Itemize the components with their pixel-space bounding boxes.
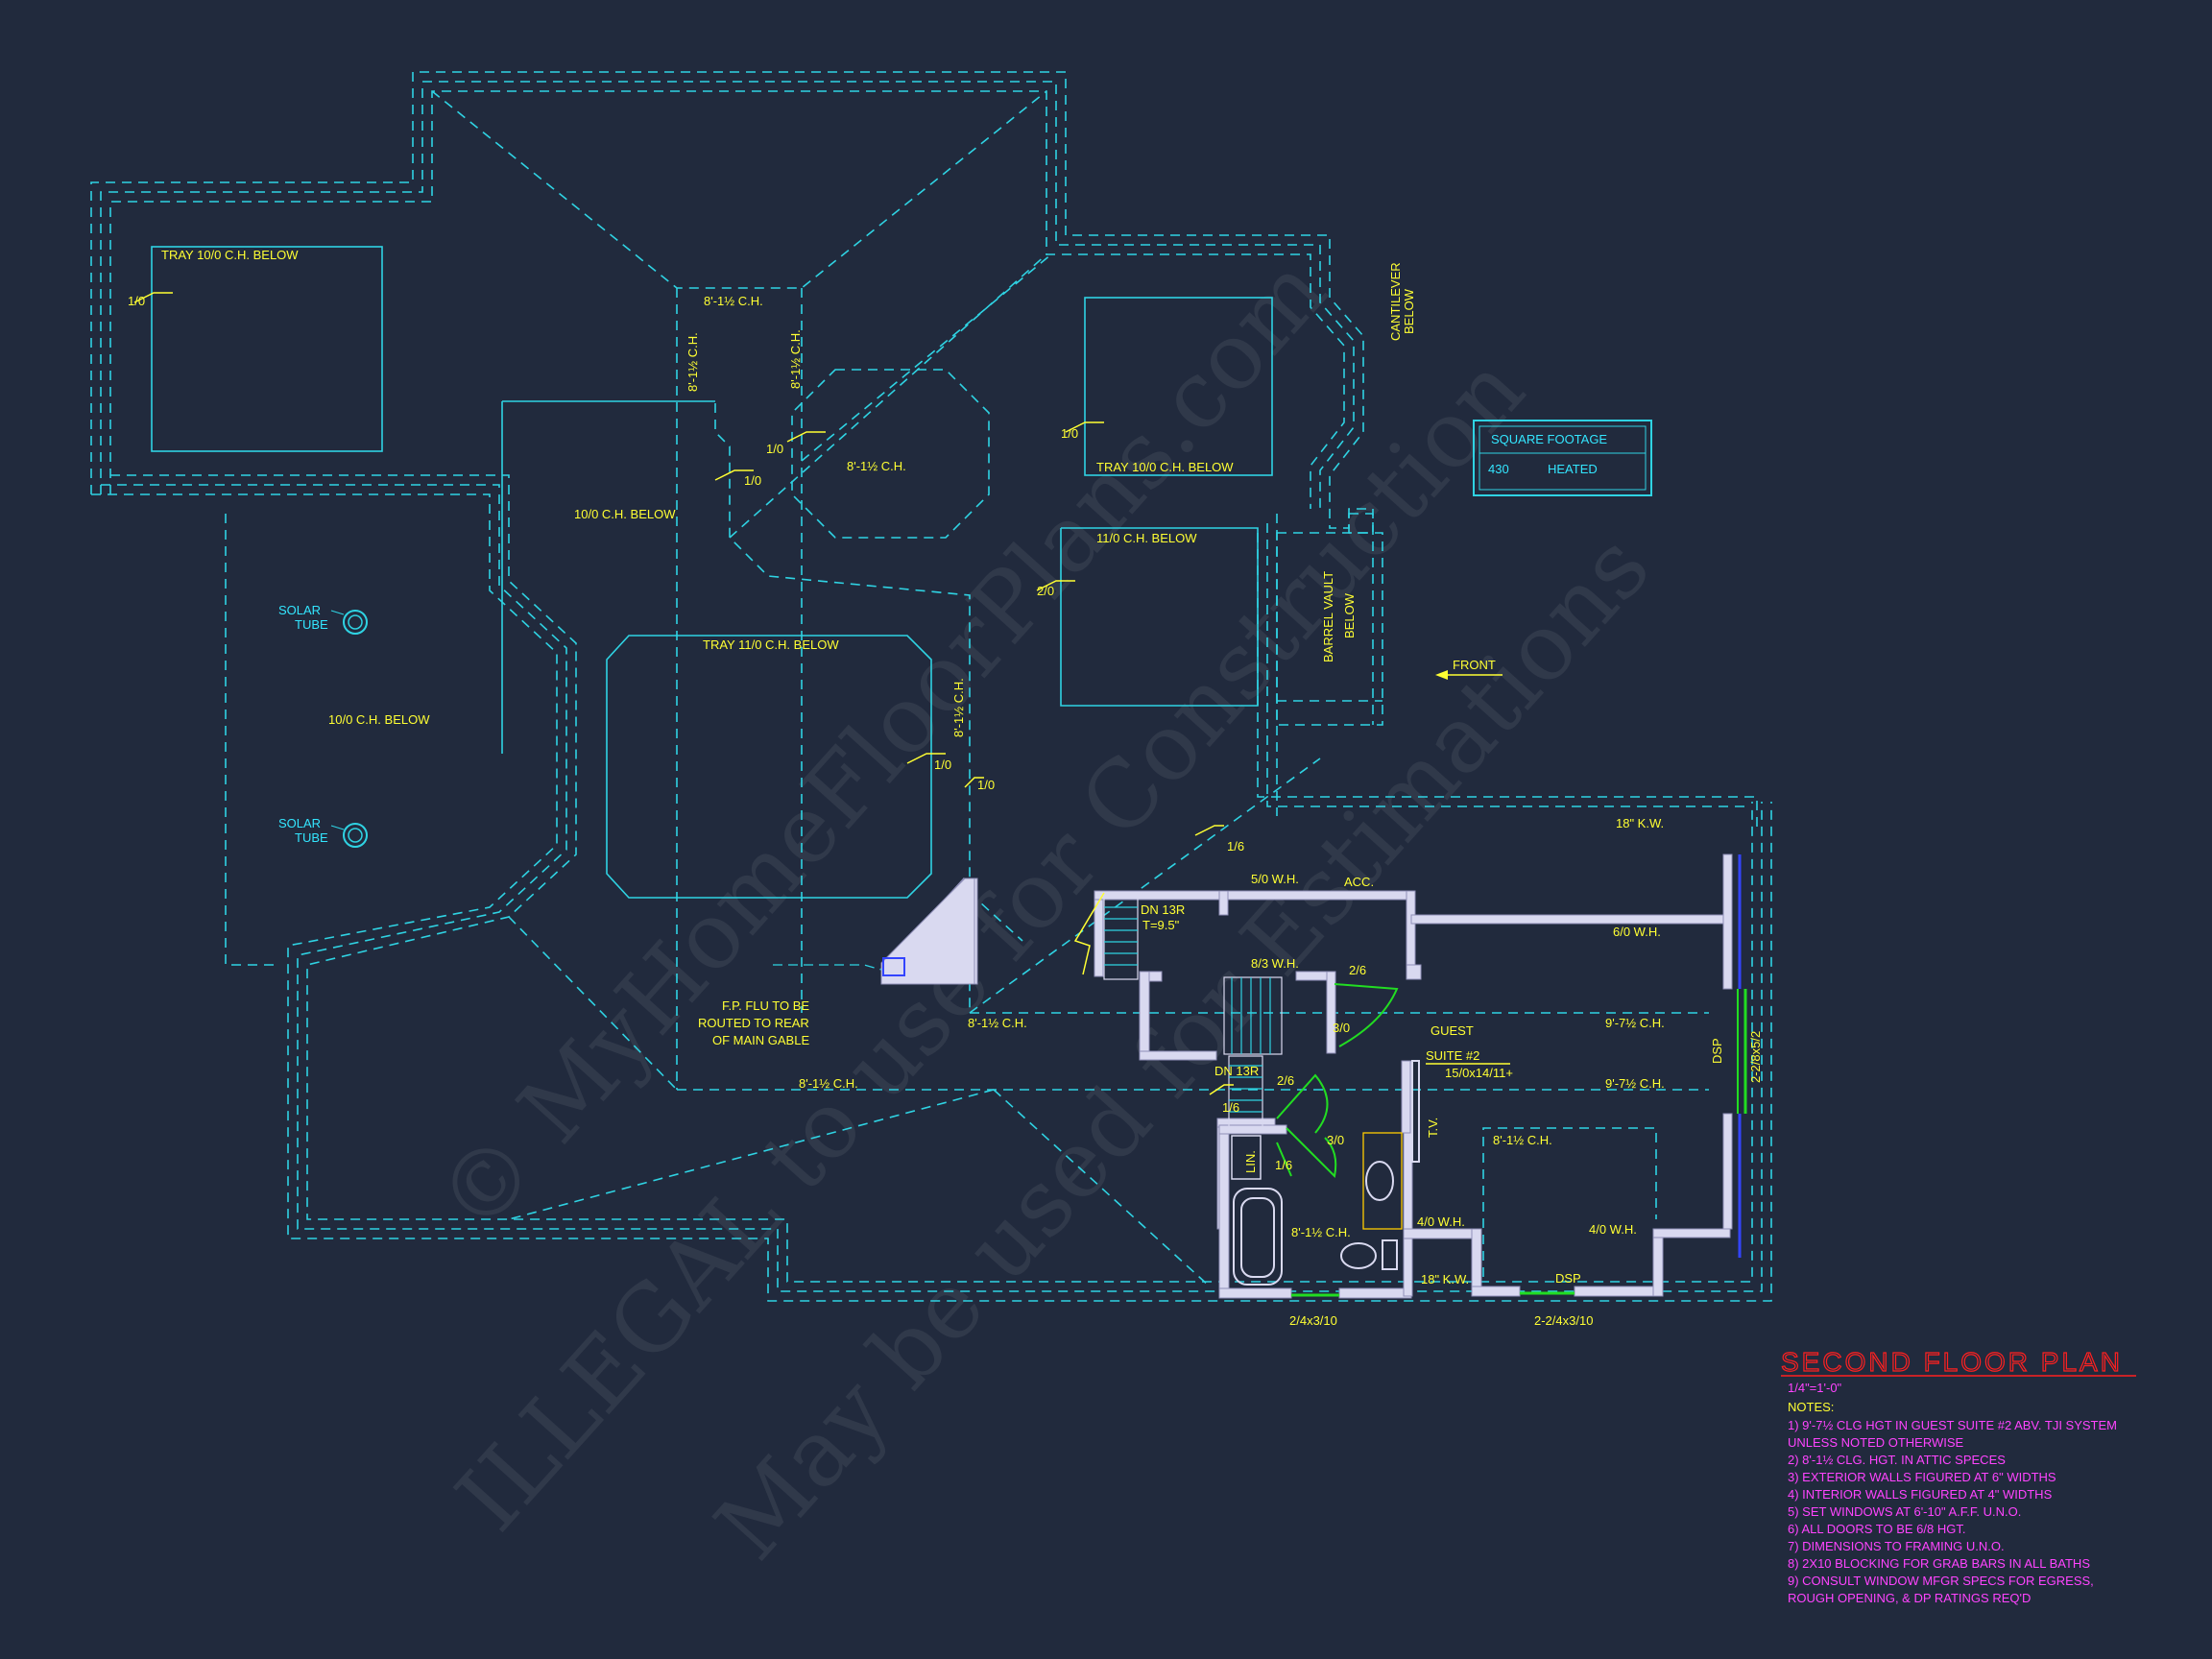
label-kw-18-top: 18" K.W. (1616, 816, 1664, 830)
label-ch-h2: 8'-1½ C.H. (799, 1076, 858, 1091)
label-wh-4-0-b: 4/0 W.H. (1589, 1222, 1637, 1237)
label-door-3-0-a: 3/0 (1333, 1021, 1350, 1035)
label-dn-13r-a: DN 13R (1141, 902, 1185, 917)
label-cantilever: CANTILEVER (1388, 262, 1403, 341)
note-4: 4) INTERIOR WALLS FIGURED AT 4" WIDTHS (1788, 1487, 2053, 1502)
label-wh-8-3: 8/3 W.H. (1251, 956, 1299, 971)
notes-heading: NOTES: (1788, 1400, 1834, 1414)
square-footage-table: SQUARE FOOTAGE 430 HEATED (1473, 420, 1652, 496)
room-label-suite: SUITE #2 (1426, 1048, 1479, 1063)
bath-fixtures (1231, 1060, 1420, 1286)
height-markers (133, 292, 1234, 1095)
square-footage-value: 430 (1488, 462, 1509, 476)
plan-scale: 1/4"=1'-0" (1788, 1381, 1842, 1395)
label-ch-10-0-left: 10/0 C.H. BELOW (328, 712, 430, 727)
annotations: TRAY 10/0 C.H. BELOW 1/0 8'-1½ C.H. 8'-1… (128, 248, 1763, 1328)
title-block: SECOND FLOOR PLAN 1/4"=1'-0" NOTES: 1) 9… (1780, 1346, 2136, 1605)
solar-tube-icon (330, 610, 368, 848)
label-wh-5-0: 5/0 W.H. (1251, 872, 1299, 886)
note-9: 9) CONSULT WINDOW MFGR SPECS FOR EGRESS, (1788, 1574, 2094, 1588)
label-tray-10-0-ne: TRAY 10/0 C.H. BELOW (1096, 460, 1234, 474)
label-height-1-6-a: 1/6 (1227, 839, 1244, 854)
label-t-9-5: T=9.5" (1142, 918, 1180, 932)
label-height-1-0-b: 1/0 (766, 442, 783, 456)
label-front: FRONT (1453, 658, 1496, 672)
label-ch-vert-2: 8'-1½ C.H. (788, 329, 803, 389)
label-door-2-6-a: 2/6 (1349, 963, 1366, 977)
label-wh-6-0: 6/0 W.H. (1613, 925, 1661, 939)
note-6: 6) ALL DOORS TO BE 6/8 HGT. (1788, 1522, 1965, 1536)
stairs (1073, 892, 1283, 1129)
label-solar-1b: TUBE (295, 617, 328, 632)
room-dimension: 15/0x14/11+ (1445, 1066, 1513, 1080)
note-1b: UNLESS NOTED OTHERWISE (1788, 1435, 1964, 1450)
label-tray-11-0: TRAY 11/0 C.H. BELOW (703, 637, 839, 652)
label-window-bottom-1: 2/4x3/10 (1289, 1313, 1337, 1328)
plan-title: SECOND FLOOR PLAN (1781, 1347, 2123, 1377)
square-footage-label: HEATED (1548, 462, 1598, 476)
label-height-1-0-d: 1/0 (1061, 426, 1078, 441)
label-ch-bath: 8'-1½ C.H. (1291, 1225, 1351, 1239)
label-ch-h3: 8'-1½ C.H. (1493, 1133, 1552, 1147)
label-ch-vert-3: 8'-1½ C.H. (951, 678, 966, 737)
note-7: 7) DIMENSIONS TO FRAMING U.N.O. (1788, 1539, 2005, 1553)
label-height-1-0-a: 1/0 (128, 294, 145, 308)
label-window-bottom-2: 2-2/4x3/10 (1534, 1313, 1593, 1328)
label-height-1-0-c: 1/0 (744, 473, 761, 488)
label-fp-3: OF MAIN GABLE (712, 1033, 809, 1047)
windows (1291, 854, 1747, 1297)
label-fp-2: ROUTED TO REAR (698, 1016, 809, 1030)
label-solar-2a: SOLAR (278, 816, 321, 830)
note-2: 2) 8'-1½ CLG. HGT. IN ATTIC SPECES (1788, 1453, 2006, 1467)
label-door-1-6: 1/6 (1275, 1158, 1292, 1172)
note-1: 1) 9'-7½ CLG HGT IN GUEST SUITE #2 ABV. … (1788, 1418, 2117, 1432)
label-ch-10-0-mid: 10/0 C.H. BELOW (574, 507, 676, 521)
label-height-1-0-f: 1/0 (977, 778, 995, 792)
label-tray-10-0-nw: TRAY 10/0 C.H. BELOW (161, 248, 299, 262)
label-tv: T.V. (1426, 1118, 1440, 1138)
label-ch-octagon: 8'-1½ C.H. (847, 459, 906, 473)
note-9b: ROUGH OPENING, & DP RATINGS REQ'D (1788, 1591, 2031, 1605)
label-ch-h1: 8'-1½ C.H. (968, 1016, 1027, 1030)
label-solar-1a: SOLAR (278, 603, 321, 617)
square-footage-title: SQUARE FOOTAGE (1491, 432, 1607, 446)
label-acc: ACC. (1344, 875, 1374, 889)
label-dsp-horizontal: DSP (1555, 1271, 1581, 1286)
label-fp-1: F.P. FLU TO BE (722, 998, 809, 1013)
fireplace-chase (773, 878, 975, 985)
note-5: 5) SET WINDOWS AT 6'-10" A.F.F. U.N.O. (1788, 1504, 2021, 1519)
label-ch-top: 8'-1½ C.H. (704, 294, 763, 308)
label-below-1: BELOW (1402, 288, 1416, 334)
label-height-2-0: 2/0 (1037, 584, 1054, 598)
label-wh-4-0-a: 4/0 W.H. (1417, 1214, 1465, 1229)
label-door-3-0-b: 3/0 (1327, 1133, 1344, 1147)
label-ch-vert-1: 8'-1½ C.H. (685, 332, 700, 392)
label-ch-9-7-b: 9'-7½ C.H. (1605, 1076, 1665, 1091)
label-ch-11-0: 11/0 C.H. BELOW (1096, 531, 1197, 545)
label-dsp-vertical: DSP (1710, 1038, 1724, 1064)
label-height-1-0-e: 1/0 (934, 757, 951, 772)
label-solar-2b: TUBE (295, 830, 328, 845)
watermark: © MyHomeFloorPlans.com ILLEGAL to use fo… (417, 237, 1671, 1580)
label-height-1-6-b: 1/6 (1222, 1100, 1239, 1115)
front-arrow-icon (1435, 670, 1503, 680)
room-label-guest: GUEST (1431, 1023, 1474, 1038)
label-door-2-6-b: 2/6 (1277, 1073, 1294, 1088)
label-barrel-vault: BARREL VAULT (1321, 571, 1335, 662)
label-kw-18-bottom: 18" K.W. (1421, 1272, 1469, 1286)
label-window-right: 2-2/8x5/2 (1748, 1031, 1763, 1083)
note-3: 3) EXTERIOR WALLS FIGURED AT 6" WIDTHS (1788, 1470, 2056, 1484)
label-linen: LIN. (1243, 1150, 1258, 1173)
ceiling-outlines (151, 246, 1273, 899)
label-ch-9-7-a: 9'-7½ C.H. (1605, 1016, 1665, 1030)
doors (1276, 983, 1399, 1179)
label-dn-13r-b: DN 13R (1214, 1064, 1259, 1078)
label-below-2: BELOW (1342, 592, 1357, 638)
note-8: 8) 2X10 BLOCKING FOR GRAB BARS IN ALL BA… (1788, 1556, 2090, 1571)
